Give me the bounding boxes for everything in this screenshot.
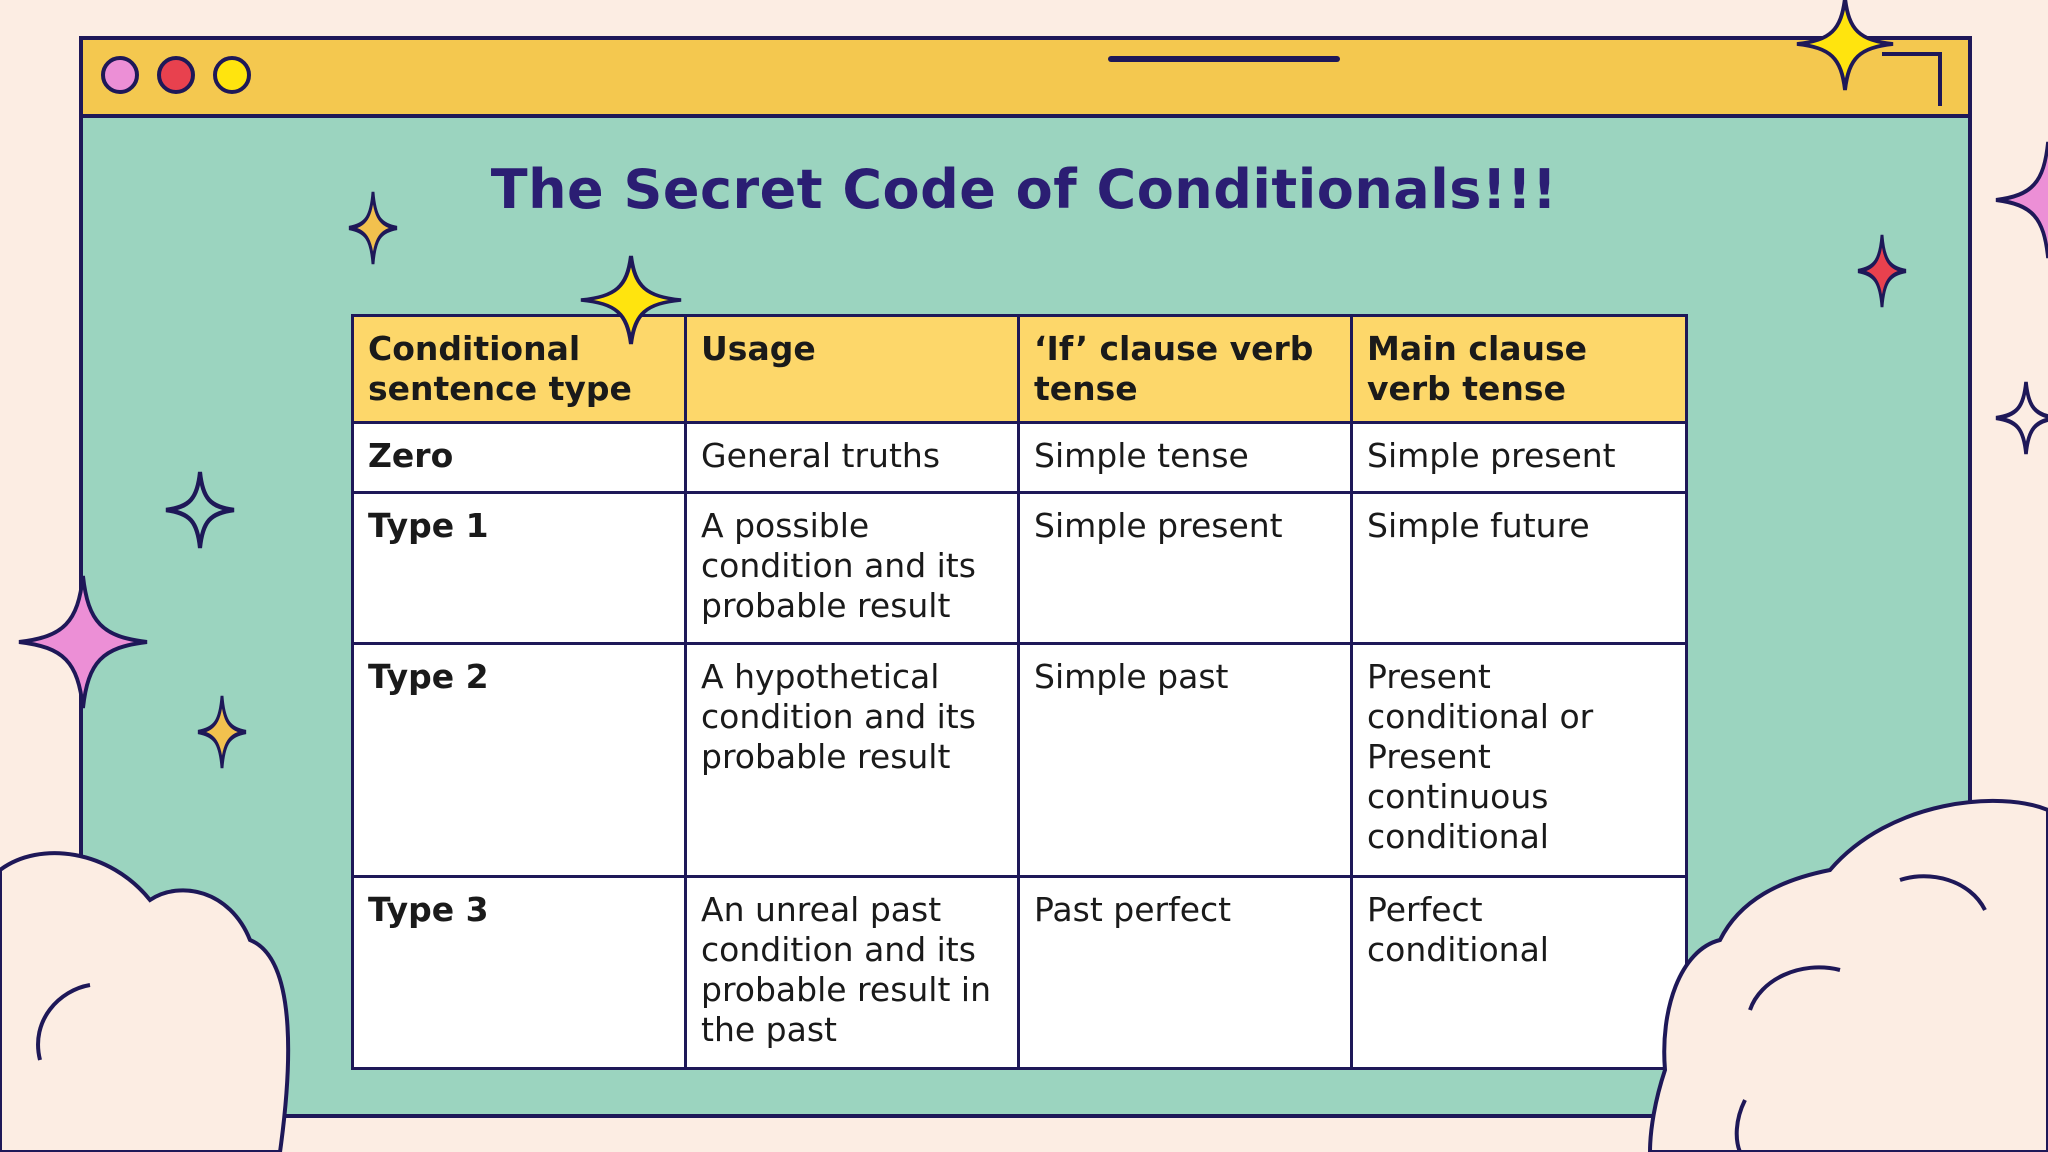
window-dot-yellow-icon[interactable] xyxy=(213,56,251,94)
table-row: Type 1 A possible condition and its prob… xyxy=(351,491,1688,645)
header-main-clause: Main clause verb tense xyxy=(1350,314,1688,424)
header-if-clause: ‘If’ clause verb tense xyxy=(1017,314,1353,424)
cell-if-clause: Past perfect xyxy=(1017,875,1353,1070)
sparkle-star-icon xyxy=(1996,382,2048,454)
cell-type: Zero xyxy=(351,421,687,494)
header-type: Conditional sentence type xyxy=(351,314,687,424)
cell-main-clause: Simple future xyxy=(1350,491,1688,645)
window-dot-red-icon[interactable] xyxy=(157,56,195,94)
table-header-row: Conditional sentence type Usage ‘If’ cla… xyxy=(351,314,1688,424)
cell-main-clause: Present conditional or Present continuou… xyxy=(1350,642,1688,878)
cell-type: Type 1 xyxy=(351,491,687,645)
page-title: The Secret Code of Conditionals!!! xyxy=(490,158,1558,221)
cell-usage: General truths xyxy=(684,421,1020,494)
cell-main-clause: Perfect conditional xyxy=(1350,875,1688,1070)
titlebar-line xyxy=(1108,56,1340,62)
cell-usage: A hypothetical condition and its probabl… xyxy=(684,642,1020,878)
cell-type: Type 3 xyxy=(351,875,687,1070)
cell-main-clause: Simple present xyxy=(1350,421,1688,494)
window-dot-pink-icon[interactable] xyxy=(101,56,139,94)
cell-if-clause: Simple past xyxy=(1017,642,1353,878)
table-row: Zero General truths Simple tense Simple … xyxy=(351,421,1688,494)
cell-usage: An unreal past condition and its probabl… xyxy=(684,875,1020,1070)
titlebar-corner xyxy=(1882,52,1942,106)
cell-usage: A possible condition and its probable re… xyxy=(684,491,1020,645)
conditionals-table: Conditional sentence type Usage ‘If’ cla… xyxy=(351,314,1688,1070)
table-row: Type 2 A hypothetical condition and its … xyxy=(351,642,1688,878)
header-usage: Usage xyxy=(684,314,1020,424)
table-row: Type 3 An unreal past condition and its … xyxy=(351,875,1688,1070)
window-titlebar xyxy=(83,40,1968,118)
cell-type: Type 2 xyxy=(351,642,687,878)
cell-if-clause: Simple present xyxy=(1017,491,1353,645)
cell-if-clause: Simple tense xyxy=(1017,421,1353,494)
